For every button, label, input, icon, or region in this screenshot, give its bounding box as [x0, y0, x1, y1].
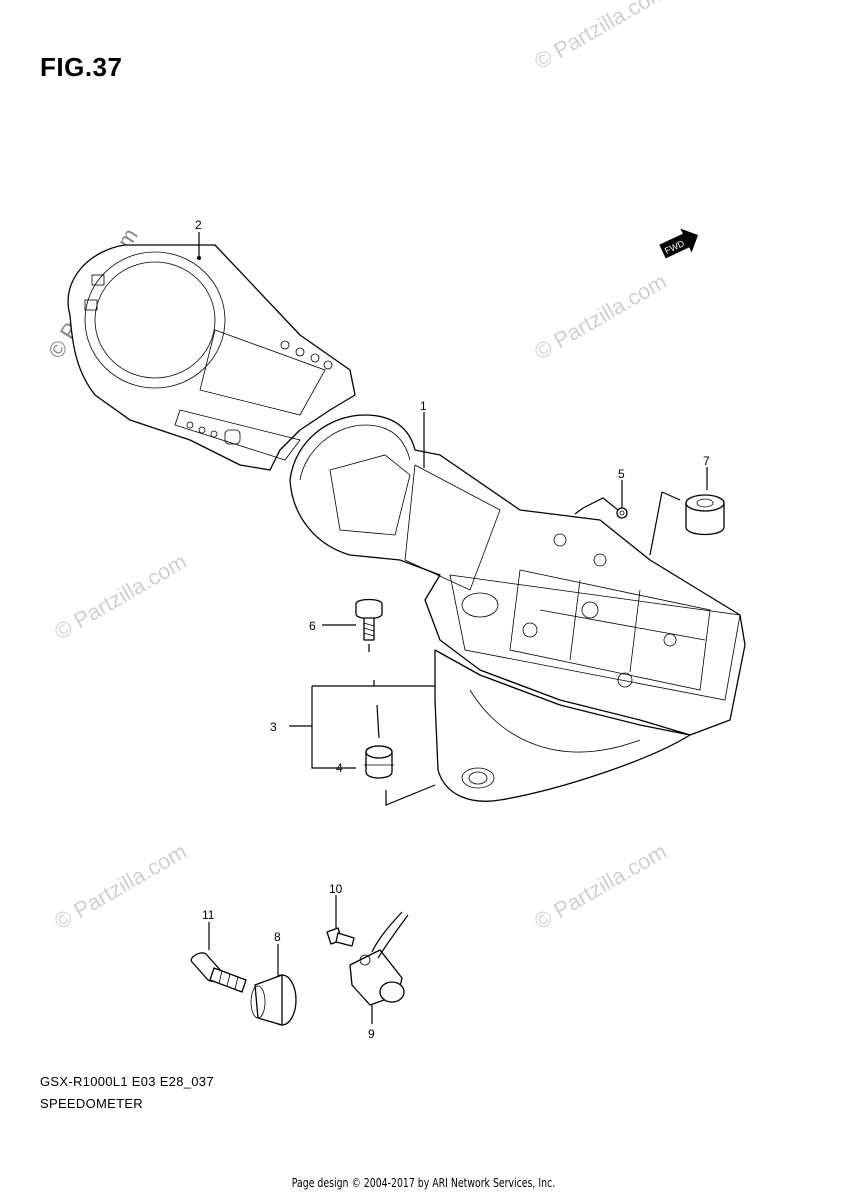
callout-11: 11: [202, 908, 215, 922]
callout-9: 9: [368, 1027, 375, 1041]
callout-6: 6: [309, 619, 316, 633]
callout-labels: 2 1 5 7 6 3 4 10 11 8 9: [195, 218, 710, 1041]
screw-6: [355, 598, 383, 641]
section-name: SPEEDOMETER: [40, 1096, 143, 1111]
callout-1: 1: [420, 399, 427, 413]
watermark-4: © Partzilla.com: [50, 839, 191, 935]
bolt-11: [190, 952, 247, 993]
watermark-2: © Partzilla.com: [530, 269, 671, 365]
speed-sensor-9: [349, 911, 409, 1006]
lower-case: [434, 649, 691, 802]
meter-cover: [67, 244, 356, 471]
model-code: GSX-R1000L1 E03 E28_037: [40, 1074, 214, 1089]
footer-copyright: Page design © 2004-2017 by ARI Network S…: [291, 1176, 556, 1190]
callout-7: 7: [703, 454, 710, 468]
watermark-5: © Partzilla.com: [530, 839, 671, 935]
callout-10: 10: [329, 882, 343, 896]
callout-8: 8: [274, 930, 281, 944]
bolt-10: [326, 927, 355, 947]
rotor-8: [250, 974, 297, 1026]
callout-4: 4: [336, 761, 343, 775]
leader-lines: [197, 232, 708, 1024]
watermark-1: © Partzilla.com: [530, 0, 671, 74]
callout-5: 5: [618, 467, 625, 481]
figure-title: FIG.37: [40, 52, 123, 82]
screw-5: [616, 507, 628, 519]
callout-3: 3: [270, 720, 277, 734]
grommet-4: [364, 745, 394, 779]
callout-2: 2: [195, 218, 202, 232]
watermark-3: © Partzilla.com: [50, 549, 191, 645]
meter-assembly: [289, 414, 746, 736]
grommet-7: [685, 494, 725, 536]
fwd-arrow-icon: FWD: [659, 228, 699, 259]
